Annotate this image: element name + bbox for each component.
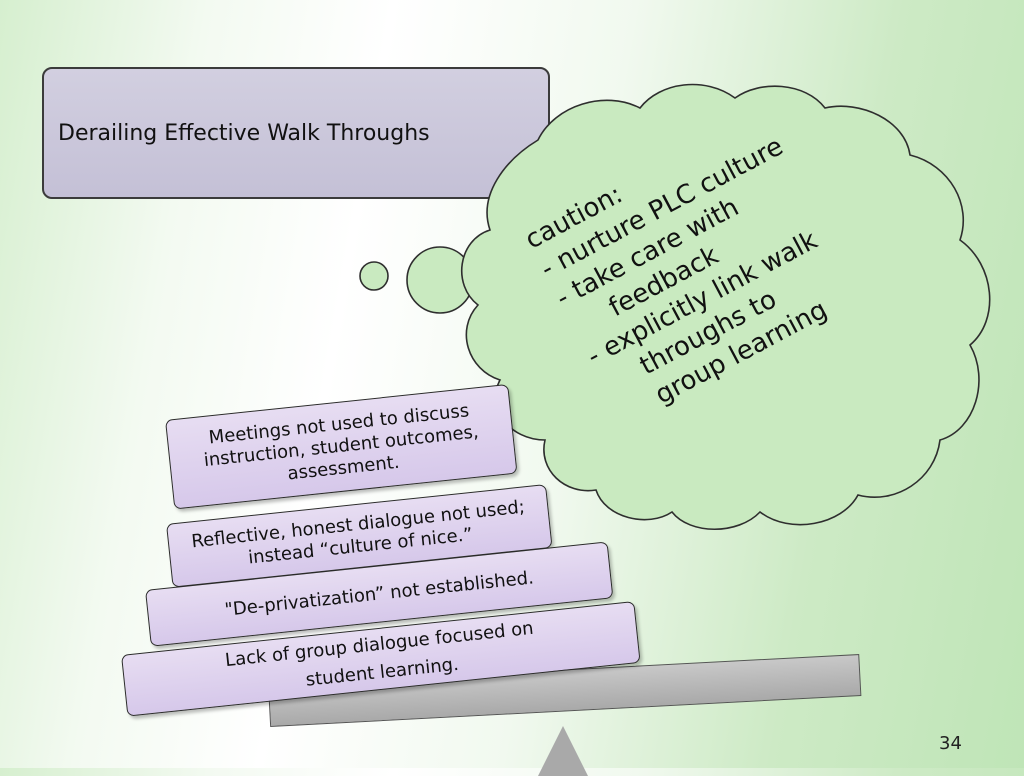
page-number: 34 [939,733,962,754]
seesaw-fulcrum [538,726,588,776]
thought-cloud-shape [461,83,991,530]
thought-bubble-small-circle [359,261,389,291]
title-box: Derailing Effective Walk Throughs [42,67,550,199]
slide-title: Derailing Effective Walk Throughs [58,120,430,146]
